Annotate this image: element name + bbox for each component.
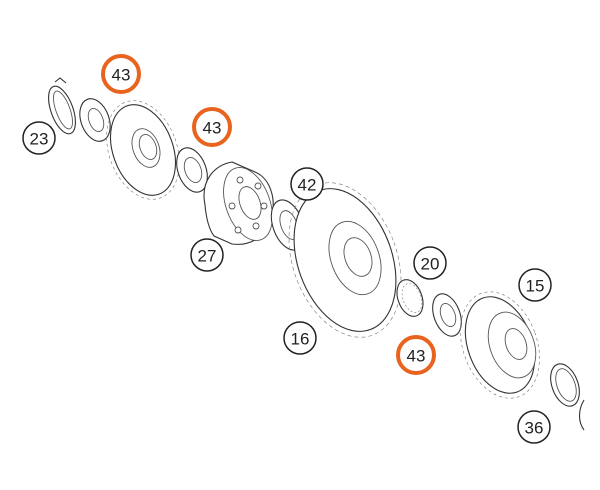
callout-16[interactable]: 16 (283, 321, 317, 355)
needle-bearing-part (396, 279, 424, 317)
callout-label: 15 (526, 277, 545, 296)
lower-circlip-part (550, 363, 580, 407)
lower-washer-part (432, 293, 462, 337)
callout-label: 42 (298, 176, 317, 195)
callout-36[interactable]: 36 (517, 410, 551, 444)
callout-43-bottom[interactable]: 43 (396, 335, 436, 375)
small-gear-part (106, 100, 180, 200)
callout-23[interactable]: 23 (22, 121, 56, 155)
circlip-part (48, 77, 76, 135)
callout-label: 16 (291, 330, 310, 349)
hub-part (203, 161, 274, 245)
callout-label: 23 (30, 130, 49, 149)
large-gear-part (288, 182, 402, 338)
callout-label: 27 (198, 247, 217, 266)
callout-27[interactable]: 27 (190, 238, 224, 272)
edge-partial-part (578, 399, 585, 431)
callout-label: 43 (407, 347, 426, 366)
callout-43-top[interactable]: 43 (101, 54, 141, 94)
spacer-washer-part (176, 147, 208, 193)
callout-20[interactable]: 20 (413, 246, 447, 280)
callout-43-middle[interactable]: 43 (192, 107, 232, 147)
callout-15[interactable]: 15 (518, 268, 552, 302)
callout-label: 20 (421, 255, 440, 274)
callout-label: 43 (203, 119, 222, 138)
dog-gear-part (460, 291, 540, 399)
thrust-washer-part (79, 98, 111, 142)
callout-label: 36 (525, 419, 544, 438)
callout-label: 43 (112, 66, 131, 85)
callout-42[interactable]: 42 (290, 167, 324, 201)
